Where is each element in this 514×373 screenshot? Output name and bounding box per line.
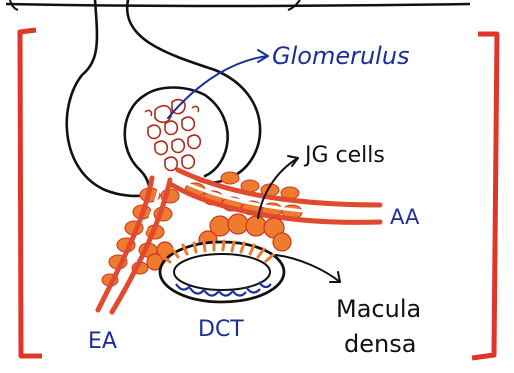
left-bracket — [20, 30, 42, 356]
right-bracket — [472, 34, 497, 358]
bowmans-capsule-outline — [67, 0, 260, 196]
glomerulus-tuft — [145, 100, 200, 171]
label-glomerulus: Glomerulus — [272, 42, 410, 70]
label-dct: DCT — [198, 317, 244, 342]
label-aa: AA — [390, 205, 420, 229]
label-densa: densa — [344, 330, 416, 358]
header-underline — [6, 4, 470, 6]
label-jg-cells: JG cells — [303, 143, 385, 168]
macula-densa-arrow — [276, 255, 340, 282]
label-ea: EA — [88, 329, 117, 354]
label-macula: Macula — [336, 295, 421, 323]
